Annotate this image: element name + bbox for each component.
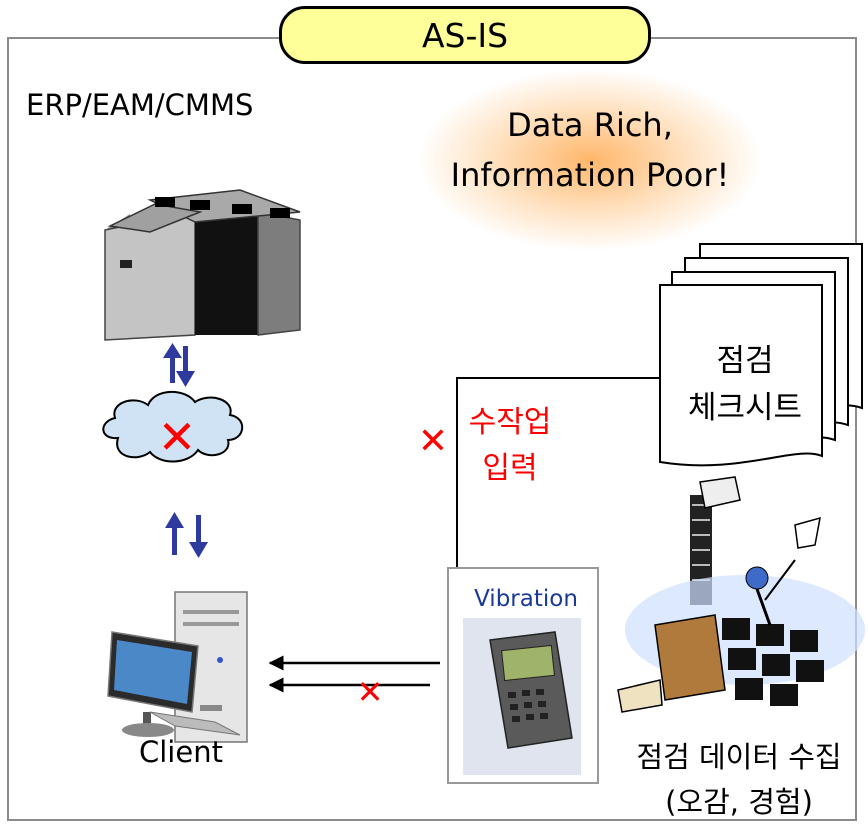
server-icon bbox=[104, 189, 301, 341]
checksheet-line1: 점검 bbox=[716, 343, 774, 379]
manual-x-mark: ✕ bbox=[418, 421, 448, 462]
device-label: Vibration bbox=[474, 586, 578, 612]
title-badge: AS-IS bbox=[279, 6, 651, 64]
slogan-line2: Information Poor! bbox=[450, 156, 730, 194]
client-computer-icon bbox=[107, 591, 248, 743]
manual-input-line2: 입력 bbox=[482, 451, 538, 486]
transfer-x-mark: ✕ bbox=[357, 673, 384, 711]
slogan: Data Rich, Information Poor! bbox=[405, 100, 775, 200]
checksheet-label: 점검 체크시트 bbox=[662, 338, 828, 432]
client-label: Client bbox=[139, 735, 223, 769]
title-text: AS-IS bbox=[421, 15, 509, 55]
manual-input-label: 수작업 입력 bbox=[455, 400, 565, 492]
sync-arrows-top bbox=[163, 343, 195, 387]
checksheet-line2: 체크시트 bbox=[687, 390, 803, 426]
cloud-x-mark: ✕ bbox=[158, 410, 197, 464]
slogan-line1: Data Rich, bbox=[507, 106, 673, 144]
collection-label: 점검 데이터 수집 (오감, 경험) bbox=[614, 735, 864, 825]
erp-label: ERP/EAM/CMMS bbox=[26, 88, 254, 122]
data-clutter-icon bbox=[617, 476, 865, 713]
checksheet-stack-icon bbox=[659, 243, 863, 467]
collection-line2: (오감, 경험) bbox=[665, 785, 813, 819]
manual-input-line1: 수작업 bbox=[468, 405, 552, 440]
network-cloud-icon bbox=[102, 390, 244, 463]
vibration-device-icon bbox=[447, 567, 599, 784]
collection-line1: 점검 데이터 수집 bbox=[636, 740, 842, 774]
sync-arrows-bottom bbox=[165, 512, 208, 558]
slogan-glow bbox=[420, 70, 760, 250]
manual-input-line bbox=[456, 377, 675, 568]
